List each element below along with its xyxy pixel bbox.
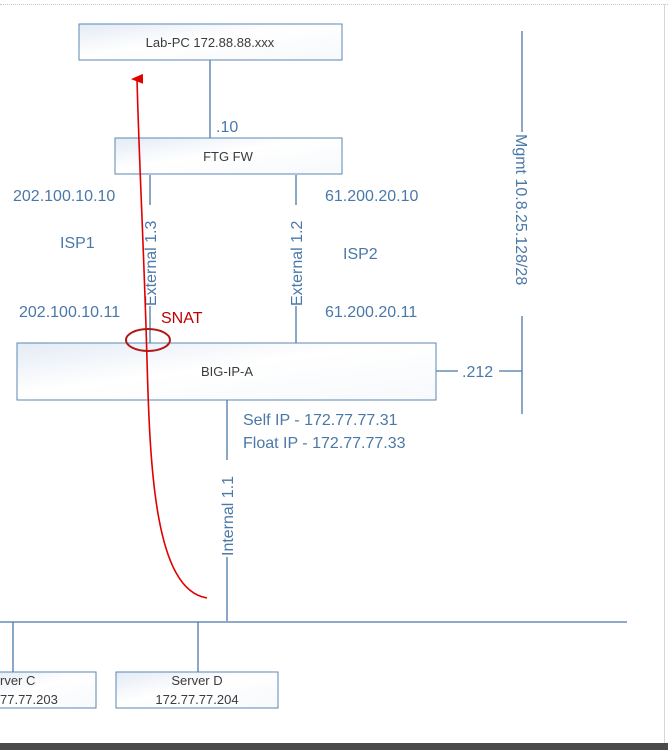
float-ip-label: Float IP - 172.77.77.33 <box>243 435 406 452</box>
server-c-node: rver C 77.77.203 <box>0 671 97 709</box>
page-border-top <box>0 4 668 5</box>
server-c-ip: 77.77.203 <box>0 692 58 707</box>
mgmt-label: Mgmt 10.8.25.128/28 <box>512 134 529 285</box>
isp1-bigip-ip-label: 202.100.10.11 <box>19 304 120 321</box>
lab-pc-node: Lab-PC 172.88.88.xxx <box>78 23 343 61</box>
ftg-fw-node: FTG FW <box>114 137 343 175</box>
mgmt-host-label: .212 <box>462 364 493 381</box>
big-ip-a-label: BIG-IP-A <box>201 364 253 379</box>
server-d-name: Server D <box>171 673 222 688</box>
server-c-name: rver C <box>0 673 35 688</box>
internal-1-1-label: Internal 1.1 <box>220 476 237 556</box>
snat-flow-arrow <box>131 73 208 599</box>
snat-circle <box>125 328 171 352</box>
fw-inside-label: .10 <box>216 119 238 136</box>
self-ip-label: Self IP - 172.77.77.31 <box>243 412 398 429</box>
external-1-3-label-group: External 1.3 <box>141 205 160 306</box>
isp2-bigip-ip-label: 61.200.20.11 <box>325 304 417 321</box>
isp2-label: ISP2 <box>343 246 378 263</box>
lab-pc-label: Lab-PC 172.88.88.xxx <box>146 35 275 50</box>
isp1-fw-ip-label: 202.100.10.10 <box>13 188 115 205</box>
internal-1-1-label-group: Internal 1.1 <box>218 460 237 557</box>
server-d-ip: 172.77.77.204 <box>155 692 238 707</box>
isp2-fw-ip-label: 61.200.20.10 <box>325 188 419 205</box>
external-1-3-label: External 1.3 <box>143 221 160 306</box>
server-d-node: Server D 172.77.77.204 <box>115 671 279 709</box>
isp1-label: ISP1 <box>60 235 95 252</box>
ftg-fw-label: FTG FW <box>203 149 254 164</box>
external-1-2-label: External 1.2 <box>289 221 306 306</box>
window-bottom-bar <box>0 743 668 750</box>
snat-label: SNAT <box>161 310 203 327</box>
page-border-right <box>664 4 665 744</box>
external-1-2-label-group: External 1.2 <box>287 205 306 306</box>
big-ip-a-node: BIG-IP-A <box>16 342 437 401</box>
